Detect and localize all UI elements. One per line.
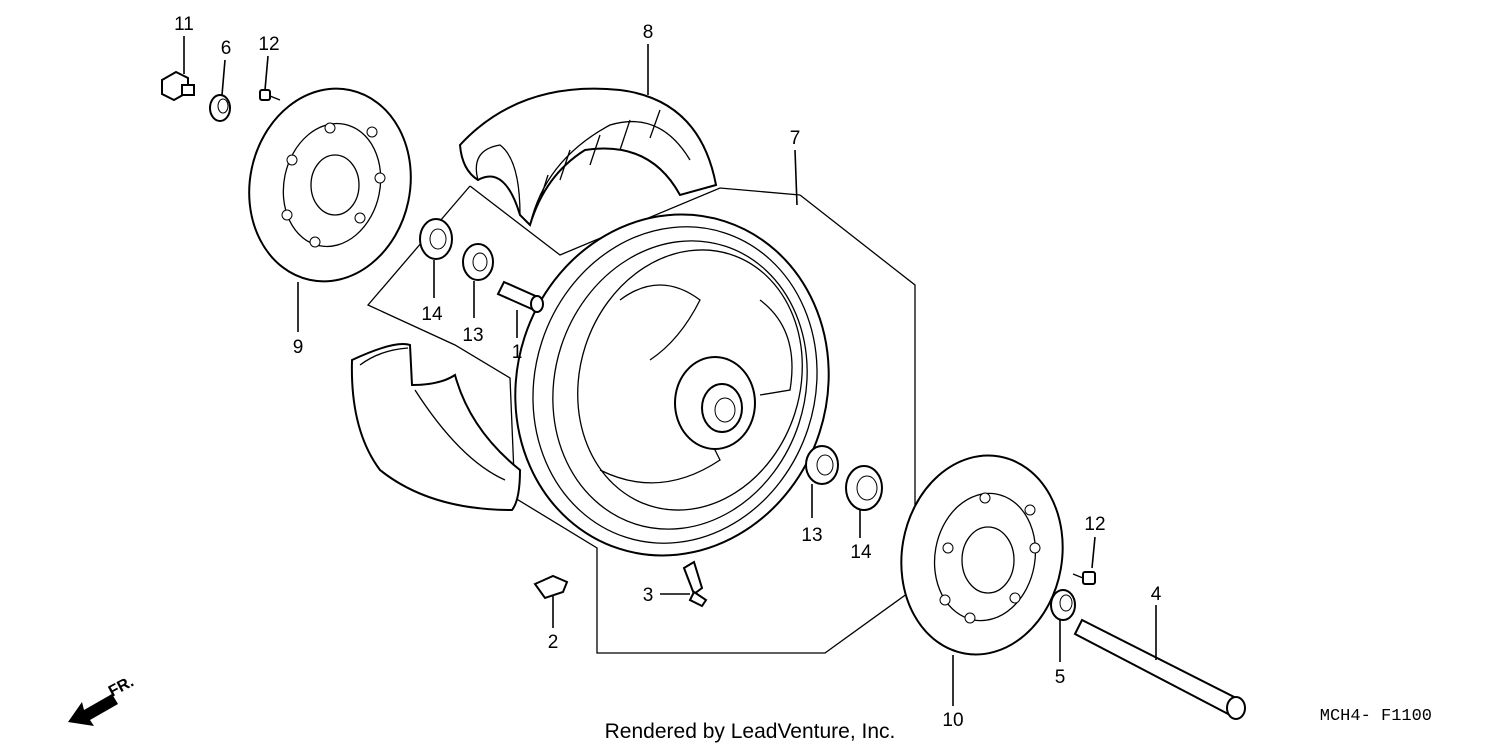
bolt-12-top: [259, 89, 281, 101]
callout-13-left: 13: [462, 325, 483, 346]
bearing-14-left: [419, 218, 453, 260]
brake-disc-left: [248, 87, 412, 283]
callout-6: 6: [221, 38, 232, 59]
bearing-13-left: [462, 243, 494, 281]
callout-11: 11: [174, 14, 194, 35]
collar-5: [1050, 589, 1076, 621]
callout-1: 1: [512, 342, 523, 363]
valve-3: [682, 560, 708, 608]
rim-band: [350, 343, 522, 512]
front-direction-arrow: FR.: [68, 673, 137, 726]
callout-7: 7: [790, 128, 801, 149]
front-wheel-rim: [514, 213, 830, 557]
callout-3: 3: [643, 585, 654, 606]
clip-2: [533, 574, 569, 600]
callout-14-right: 14: [850, 542, 872, 563]
bolt-11: [161, 70, 195, 102]
callout-5: 5: [1055, 667, 1066, 688]
callout-12-bottom: 12: [1084, 514, 1105, 535]
leader-lines: [183, 36, 1157, 706]
callout-13-right: 13: [801, 525, 822, 546]
front-axle-4: [1073, 618, 1246, 720]
callout-12-top: 12: [258, 34, 279, 55]
callout-10: 10: [942, 710, 963, 731]
callout-9: 9: [293, 337, 304, 358]
collar-6: [209, 94, 231, 122]
callout-4: 4: [1151, 584, 1162, 605]
brake-disc-right: [900, 454, 1064, 656]
callout-8: 8: [643, 22, 654, 43]
front-tire: [458, 87, 718, 227]
render-credit: Rendered by LeadVenture, Inc.: [605, 720, 896, 743]
callout-14-left: 14: [421, 304, 443, 325]
bolt-12-bottom: [1072, 571, 1096, 585]
callout-2: 2: [548, 632, 559, 653]
seal-14-right: [845, 465, 883, 511]
bearing-13-right: [805, 445, 839, 485]
callout-labels: 11 6 12 8 7 9 14 13 1 13 14 2 3 12 4 5 1…: [174, 14, 1162, 731]
distance-collar-1: [496, 280, 544, 313]
diagram-code: MCH4- F1100: [1320, 707, 1432, 726]
assembly-bracket-left: [366, 185, 916, 654]
